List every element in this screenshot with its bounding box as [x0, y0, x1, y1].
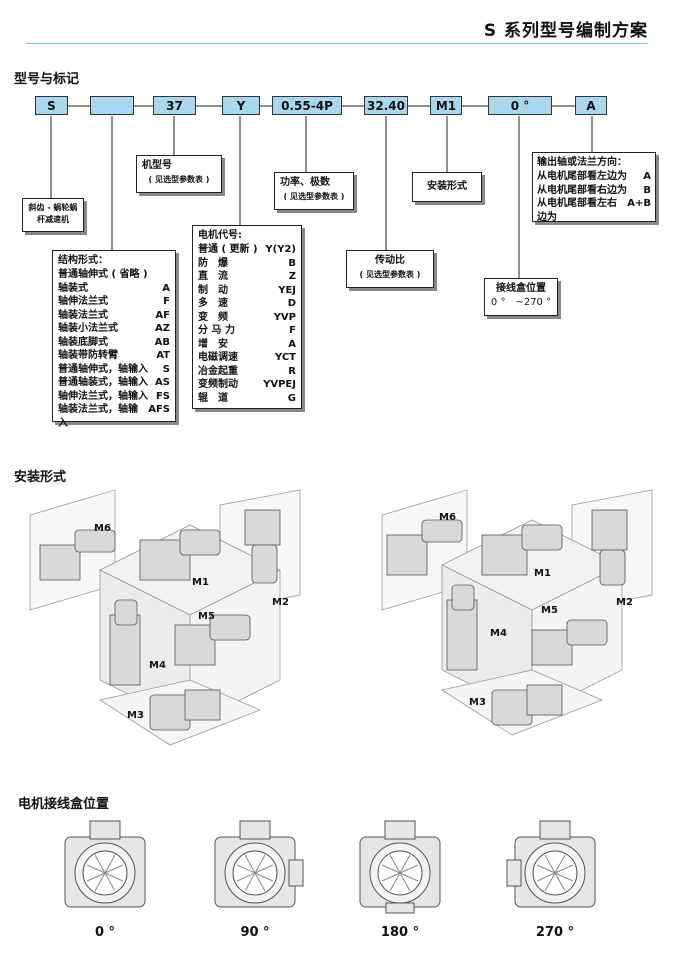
terminal-drawing-180 [359, 820, 441, 914]
code-box-mounting: M1 [430, 96, 462, 115]
face-label-m3: M3 [469, 697, 486, 708]
terminal-position-label: 270 ° [535, 925, 575, 940]
motor-row: 普通 ( 更新 )Y(Y2) [198, 244, 296, 255]
terminal-range: 0 ° ~270 ° [490, 297, 552, 308]
face-label-m3: M3 [127, 710, 144, 721]
power-note: ( 见选型参数表 ) [283, 192, 345, 201]
section-title-mounting: 安装形式 [14, 470, 67, 485]
frame-label: 机型号 ( 见选型参数表 ) [136, 155, 222, 193]
section-title-terminal: 电机接线盒位置 [18, 797, 110, 812]
title-rule [26, 43, 648, 44]
terminal-title: 接线盒位置 [496, 283, 546, 294]
frame-note: ( 见选型参数表 ) [148, 175, 210, 184]
code-box-ratio: 32.40 [364, 96, 408, 115]
face-label-m2: M2 [616, 597, 633, 608]
ratio-title: 传动比 [375, 255, 405, 266]
frame-title: 机型号 [142, 160, 172, 171]
terminal-position-label: 180 ° [380, 925, 420, 940]
code-box-motor: Y [222, 96, 260, 115]
code-box-output: A [575, 96, 607, 115]
mounting-diagram-right [381, 489, 653, 736]
output-title: 输出轴或法兰方向： [537, 157, 627, 168]
face-label-m1: M1 [534, 568, 551, 579]
face-label-m6: M6 [439, 512, 456, 523]
terminal-drawing-270 [506, 820, 596, 908]
terminal-label: 接线盒位置 0 ° ~270 ° [484, 278, 558, 316]
ratio-label: 传动比 ( 见选型参数表 ) [346, 250, 434, 288]
terminal-drawing-0 [64, 820, 146, 908]
code-box-terminal: 0 ° [488, 96, 552, 115]
face-label-m5: M5 [198, 611, 215, 622]
motor-title: 电机代号: [198, 230, 242, 241]
face-label-m1: M1 [192, 577, 209, 588]
face-label-m5: M5 [541, 605, 558, 616]
structure-row: 普通轴伸式 ( 省略 ) [58, 269, 148, 280]
code-box-frame: 37 [153, 96, 196, 115]
mounting-diagram-left [29, 489, 301, 746]
ratio-note: ( 见选型参数表 ) [359, 270, 421, 279]
structure-title: 结构形式： [58, 255, 108, 266]
face-label-m2: M2 [272, 597, 289, 608]
mounting-label: 安装形式 [412, 172, 482, 202]
power-label: 功率、极数 ( 见选型参数表 ) [274, 172, 354, 210]
power-title: 功率、极数 [280, 177, 330, 188]
series-label: 斜齿 - 蜗轮蜗杆减速机 [22, 198, 84, 232]
code-box-series: S [35, 96, 68, 115]
code-box-power: 0.55-4P [272, 96, 342, 115]
connector-lines [50, 105, 593, 278]
code-box-structure [90, 96, 134, 115]
face-label-m6: M6 [94, 523, 111, 534]
terminal-drawing-90 [214, 820, 304, 908]
section-title-model: 型号与标记 [14, 72, 80, 87]
terminal-position-label: 0 ° [94, 925, 116, 940]
page-title: S 系列型号编制方案 [483, 21, 648, 41]
face-label-m4: M4 [490, 628, 507, 639]
terminal-position-label: 90 ° [240, 925, 270, 940]
face-label-m4: M4 [149, 660, 166, 671]
